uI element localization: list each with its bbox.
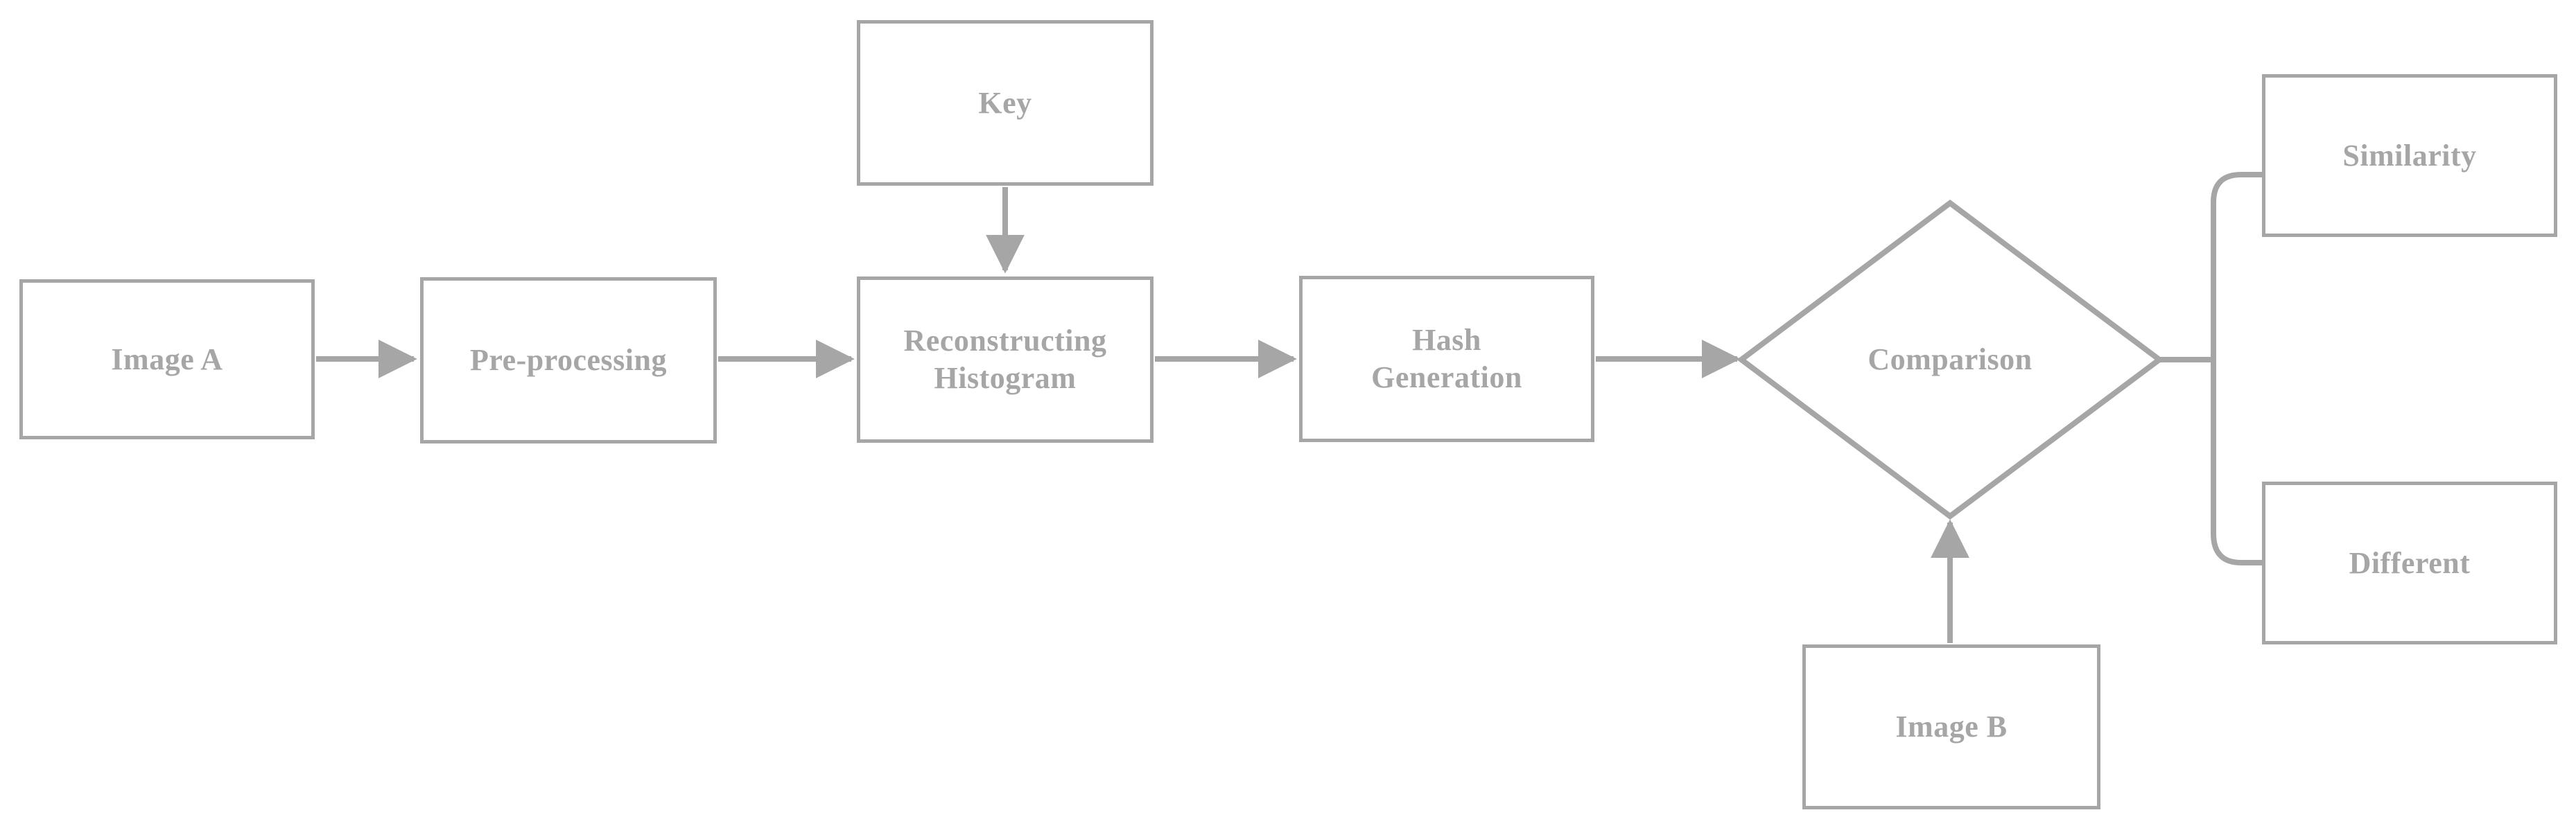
edge-comparison-to-similarity [2211,172,2262,360]
node-pre-processing-label: Pre-processing [470,343,667,378]
node-comparison[interactable]: Comparison [1741,203,2159,516]
node-different[interactable]: Different [2262,482,2557,644]
node-comparison-label: Comparison [1868,342,2033,377]
node-image-a-label: Image A [111,342,223,376]
node-hash-generation-label: Hash Generation [1371,323,1522,394]
node-image-b-label: Image B [1895,710,2008,744]
node-similarity-label: Similarity [2342,138,2477,173]
edge-comparison-to-different [2211,360,2262,565]
node-hash-generation[interactable]: Hash Generation [1299,276,1594,442]
node-reconstructing-histogram[interactable]: Reconstructing Histogram [857,276,1154,443]
node-image-a[interactable]: Image A [19,279,315,439]
node-different-label: Different [2349,545,2471,580]
node-similarity[interactable]: Similarity [2262,74,2557,237]
node-reconstructing-histogram-label: Reconstructing Histogram [903,324,1107,395]
node-pre-processing[interactable]: Pre-processing [420,277,717,443]
node-image-b[interactable]: Image B [1802,644,2100,809]
node-key-label: Key [978,85,1032,120]
node-key[interactable]: Key [857,20,1154,186]
